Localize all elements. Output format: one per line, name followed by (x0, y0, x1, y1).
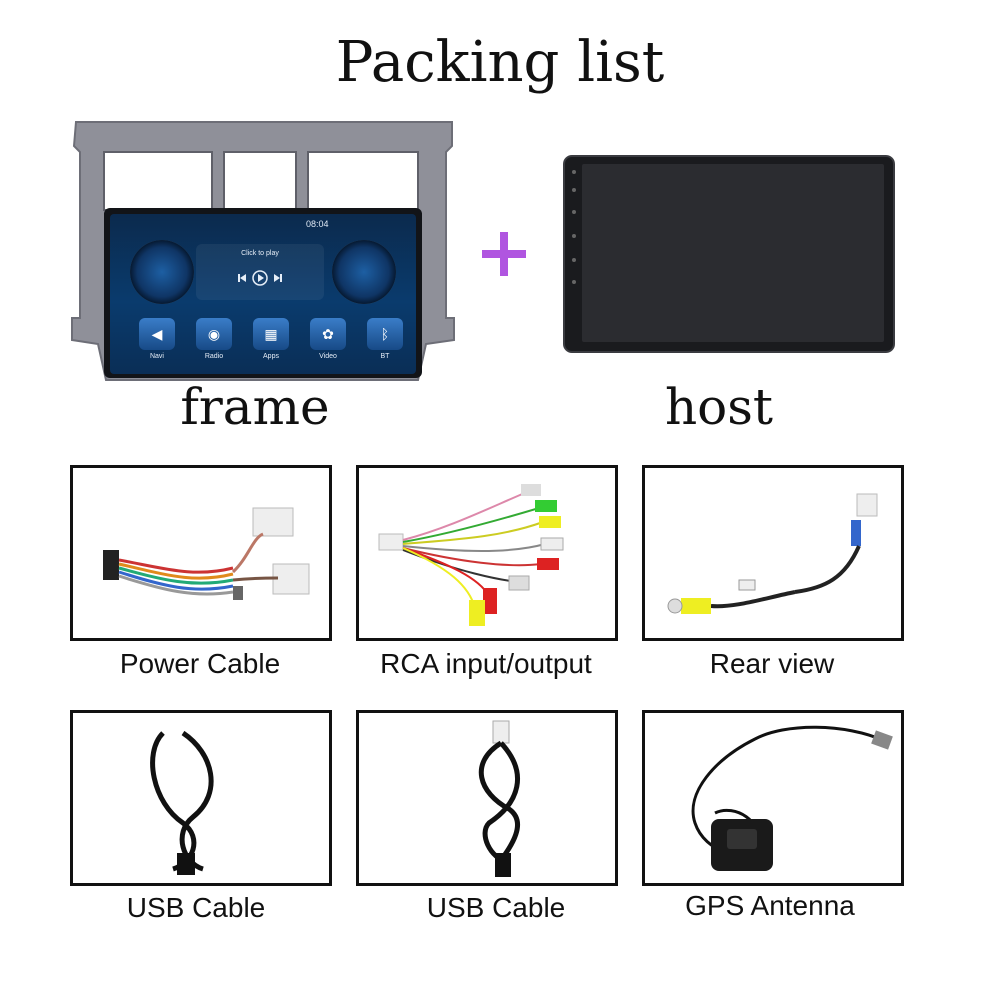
accessory-label: USB Cable (126, 892, 266, 923)
status-bar: 08:04 (110, 218, 416, 232)
media-widget[interactable]: Click to play (196, 244, 324, 300)
accessory-label: GPS Antenna (685, 890, 855, 921)
rear-view-cable-image (667, 493, 878, 614)
host-label: host (664, 378, 774, 436)
app-video[interactable]: ✿ Video (307, 318, 349, 368)
apps-grid-icon: ▦ (253, 318, 289, 350)
clock-text: 08:04 (306, 219, 329, 229)
frame-screen: 08:04 Click to play ◀ Navi ◉ Radio (110, 214, 416, 374)
bluetooth-icon: ᛒ (367, 318, 403, 350)
app-bt[interactable]: ᛒ BT (364, 318, 406, 368)
frame-label: frame (180, 378, 330, 436)
accessory-label: USB Cable (426, 892, 566, 923)
app-label: BT (380, 353, 390, 360)
app-apps[interactable]: ▦ Apps (250, 318, 292, 368)
app-radio[interactable]: ◉ Radio (193, 318, 235, 368)
accessory-label: RCA input/output (380, 648, 592, 679)
gps-antenna-image (691, 725, 893, 871)
usb-cable-image (478, 720, 521, 877)
accessory-box-power-cable (70, 465, 332, 641)
plus-icon (482, 232, 526, 276)
frame-image: 08:04 Click to play ◀ Navi ◉ Radio (66, 118, 462, 384)
host-unit-graphic (563, 155, 895, 353)
media-controls-icon (238, 270, 282, 286)
app-dock: ◀ Navi ◉ Radio ▦ Apps ✿ Video ᛒ BT (110, 314, 416, 372)
usb-cable-image (150, 730, 214, 875)
navigation-icon: ◀ (139, 318, 175, 350)
host-image (562, 154, 896, 354)
accessory-label: Rear view (709, 648, 835, 679)
page-title: Packing list (335, 30, 665, 95)
media-prompt: Click to play (241, 250, 279, 257)
speed-gauge-right (332, 240, 396, 304)
app-label: Video (319, 353, 337, 360)
speed-gauge-left (130, 240, 194, 304)
app-label: Apps (263, 353, 279, 360)
accessory-box-rear-view (642, 465, 904, 641)
film-reel-icon: ✿ (310, 318, 346, 350)
accessory-box-usb-cable-2 (356, 710, 618, 886)
app-navi[interactable]: ◀ Navi (136, 318, 178, 368)
accessory-label: Power Cable (119, 648, 281, 679)
accessory-box-usb-cable-1 (70, 710, 332, 886)
power-cable-image (103, 507, 310, 600)
radio-icon: ◉ (196, 318, 232, 350)
app-label: Radio (204, 353, 224, 360)
rca-cable-image (378, 484, 564, 626)
app-label: Navi (149, 353, 164, 360)
accessory-box-rca (356, 465, 618, 641)
accessory-box-gps-antenna (642, 710, 904, 886)
